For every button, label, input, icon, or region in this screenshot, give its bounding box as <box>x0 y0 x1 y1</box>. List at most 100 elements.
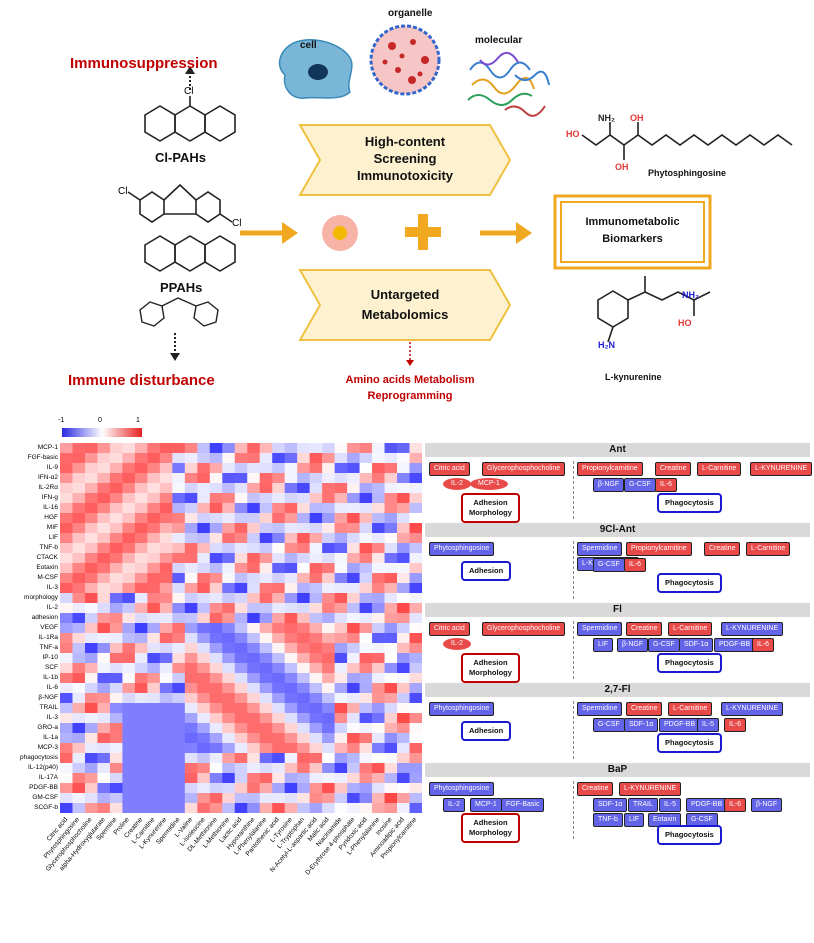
heatmap-cell <box>359 673 373 684</box>
heatmap-cell <box>222 613 236 624</box>
kynurenine-label: L-kynurenine <box>605 372 662 382</box>
heatmap-cell <box>297 683 310 694</box>
heatmap-cell <box>397 743 410 754</box>
heatmap-cell <box>222 513 236 524</box>
heatmap-cell <box>347 713 360 724</box>
heatmap-cell <box>409 613 422 624</box>
heatmap-cell <box>409 493 422 504</box>
heatmap-cell <box>334 463 348 474</box>
heatmap-cell <box>72 753 86 764</box>
heatmap-cell <box>247 523 261 534</box>
heatmap-cell <box>109 713 123 724</box>
heatmap-cell <box>109 633 123 644</box>
heatmap-cell <box>397 713 410 724</box>
heatmap-cell <box>184 763 198 774</box>
heatmap-cell <box>159 733 173 744</box>
heatmap-cell <box>172 553 186 564</box>
heatmap-cell <box>409 753 422 764</box>
heatmap-cell <box>372 453 385 464</box>
heatmap-cell <box>197 473 211 484</box>
heatmap-cell <box>247 633 261 644</box>
heatmap-cell <box>197 583 211 594</box>
heatmap-cell <box>384 543 398 554</box>
heatmap-cell <box>359 733 373 744</box>
heatmap-cell <box>60 633 73 644</box>
heatmap-cell <box>209 783 223 794</box>
heatmap-cell <box>334 723 348 734</box>
heatmap-cell <box>322 773 335 784</box>
heatmap-cell <box>397 503 410 514</box>
metabolite-box: Creatine <box>626 702 663 716</box>
cytokine-box: FGF-Basic <box>501 798 545 812</box>
heatmap-cell <box>122 673 136 684</box>
heatmap-cell <box>159 623 173 634</box>
immunosuppression-label: Immunosuppression <box>70 55 218 72</box>
heatmap-cell <box>372 513 385 524</box>
heatmap-cell <box>172 663 186 674</box>
heatmap-cell <box>234 533 248 544</box>
heatmap-cell <box>284 663 298 674</box>
heatmap-cell <box>347 483 360 494</box>
heatmap-cell <box>184 583 198 594</box>
heatmap-cell <box>259 563 273 574</box>
heatmap-cell <box>122 753 136 764</box>
heatmap-cell <box>209 503 223 514</box>
heatmap-cell <box>409 703 422 714</box>
pathway-divider <box>573 621 574 679</box>
cytokine-box: G-CSF <box>593 718 625 732</box>
heatmap-cell <box>159 513 173 524</box>
heatmap-cell <box>222 723 236 734</box>
heatmap-cell <box>309 763 323 774</box>
heatmap-cell <box>197 453 211 464</box>
heatmap-cell <box>197 803 211 813</box>
heatmap-cell <box>397 593 410 604</box>
heatmap-cell <box>184 623 198 634</box>
heatmap-cell <box>72 773 86 784</box>
heatmap-cell <box>259 533 273 544</box>
heatmap-cell <box>147 603 161 614</box>
heatmap-cell <box>409 723 422 734</box>
heatmap-cell <box>297 573 310 584</box>
heatmap-cell <box>284 653 298 664</box>
hcs-line1: High-content <box>364 134 446 149</box>
heatmap-cell <box>409 543 422 554</box>
heatmap-cell <box>209 643 223 654</box>
heatmap-cell <box>409 783 422 794</box>
heatmap-cell <box>197 703 211 714</box>
heatmap-cell <box>184 663 198 674</box>
heatmap-cell <box>72 603 86 614</box>
heatmap-cell <box>60 573 73 584</box>
heatmap-cell <box>172 683 186 694</box>
heatmap-cell <box>384 563 398 574</box>
heatmap-row-label: IL-2Rα <box>38 484 58 491</box>
heatmap-cell <box>97 663 111 674</box>
heatmap-cell <box>297 633 310 644</box>
heatmap-cell <box>409 633 422 644</box>
heatmap-cell <box>309 503 323 514</box>
heatmap-cell <box>397 443 410 454</box>
heatmap-cell <box>147 443 161 454</box>
heatmap-cell <box>259 803 273 813</box>
heatmap-cell <box>84 693 98 704</box>
heatmap-cell <box>97 713 111 724</box>
heatmap-cell <box>184 713 198 724</box>
heatmap-cell <box>384 593 398 604</box>
heatmap-cell <box>134 623 148 634</box>
heatmap-cell <box>197 533 211 544</box>
heatmap-cell <box>247 713 261 724</box>
heatmap-cell <box>84 583 98 594</box>
heatmap-cell <box>184 783 198 794</box>
heatmap-cell <box>359 623 373 634</box>
heatmap-cell <box>122 703 136 714</box>
heatmap-cell <box>197 573 211 584</box>
heatmap-cell <box>284 593 298 604</box>
heatmap-cell <box>147 533 161 544</box>
heatmap-cell <box>259 753 273 764</box>
heatmap-cell <box>122 473 136 484</box>
heatmap-cell <box>359 493 373 504</box>
heatmap-cell <box>334 733 348 744</box>
heatmap-cell <box>147 653 161 664</box>
cytokine-box: PDGF-BB <box>714 638 756 652</box>
heatmap-cell <box>97 753 111 764</box>
heatmap-cell <box>322 593 335 604</box>
